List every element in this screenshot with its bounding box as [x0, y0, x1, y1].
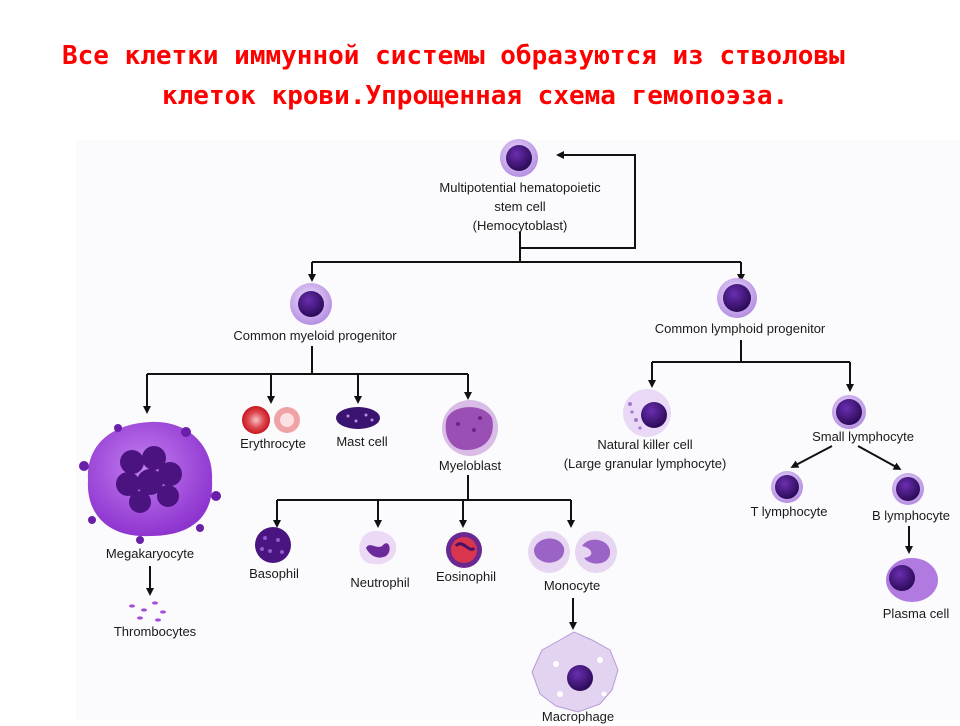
monocyte-icon	[528, 531, 617, 573]
stem-cell-label: Multipotential hematopoietic stem cell (…	[439, 180, 601, 233]
plasma-cell-icon	[886, 558, 938, 602]
basophil-label: Basophil	[249, 566, 299, 581]
small-lymphocyte-icon	[832, 395, 866, 429]
lymphoid-progenitor-icon	[717, 278, 757, 318]
neutrophil-icon	[359, 530, 397, 565]
thrombocytes-label: Thrombocytes	[113, 624, 197, 639]
lymphoid-progenitor-label: Common lymphoid progenitor	[654, 321, 826, 336]
plasma-cell-label: Plasma cell	[882, 606, 950, 621]
myeloblast-icon	[442, 400, 498, 456]
macrophage-icon	[531, 631, 619, 713]
macrophage-label: Macrophage	[541, 709, 615, 724]
megakaryocyte-label: Megakaryocyte	[105, 546, 195, 561]
natural-killer-cell-icon	[623, 389, 671, 437]
connector-lines	[143, 151, 913, 630]
erythrocyte-icon	[242, 406, 300, 434]
eosinophil-label: Eosinophil	[436, 569, 496, 584]
small-lymphocyte-label: Small lymphocyte	[812, 429, 914, 444]
t-lymphocyte-icon	[771, 471, 803, 503]
myeloid-progenitor-icon	[290, 283, 332, 325]
eosinophil-icon	[446, 532, 482, 568]
monocyte-label: Monocyte	[543, 578, 601, 593]
erythrocyte-label: Erythrocyte	[240, 436, 306, 451]
myeloid-progenitor-label: Common myeloid progenitor	[233, 328, 397, 343]
mast-cell-label: Mast cell	[336, 434, 388, 449]
basophil-icon	[255, 527, 291, 563]
mast-cell-icon	[336, 407, 380, 429]
b-lymphocyte-icon	[892, 473, 924, 505]
title-line-2: клеток крови.Упрощенная схема гемопоэза.	[162, 81, 789, 111]
diagram-background	[76, 140, 960, 720]
stem-cell-icon	[500, 139, 538, 177]
megakaryocyte-icon	[79, 421, 221, 544]
t-lymphocyte-label: T lymphocyte	[750, 504, 828, 519]
myeloblast-label: Myeloblast	[438, 458, 502, 473]
title-line-1: Все клетки иммунной системы образуются и…	[62, 41, 845, 71]
b-lymphocyte-label: B lymphocyte	[871, 508, 951, 523]
neutrophil-label: Neutrophil	[350, 575, 410, 590]
natural-killer-label: Natural killer cell (Large granular lymp…	[563, 437, 727, 471]
thrombocytes-icon	[129, 601, 166, 622]
